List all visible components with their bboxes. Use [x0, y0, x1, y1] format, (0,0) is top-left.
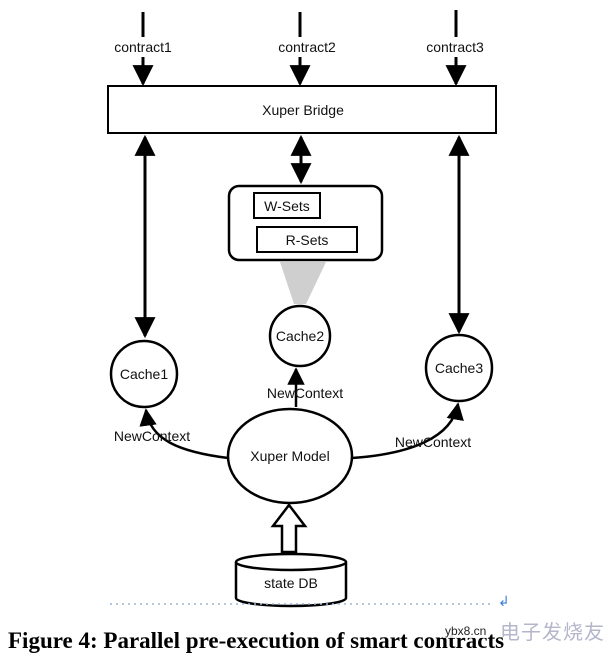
contract1-label: contract1	[114, 39, 172, 55]
sets-cache2-funnel	[280, 262, 326, 304]
rsets-label: R-Sets	[286, 232, 329, 248]
xuper-model-label: Xuper Model	[250, 448, 329, 464]
model-cache3-arrow	[351, 402, 464, 460]
cache3-label: Cache3	[435, 360, 483, 376]
cache2-label: Cache2	[276, 328, 324, 344]
watermark-brand: 电子发烧友	[500, 620, 605, 644]
xuper-bridge-box	[107, 85, 497, 134]
newcontext-label-2: NewContext	[267, 385, 343, 401]
watermark-site: ybx8.cn	[443, 624, 489, 638]
cache1-label: Cache1	[120, 366, 168, 382]
wsets-box	[253, 192, 321, 219]
cache3-circle	[424, 333, 494, 403]
state-db-cylinder	[234, 552, 348, 608]
model-cache1-arrow	[139, 408, 229, 460]
figure-caption: Figure 4: Parallel pre-execution of smar…	[8, 628, 505, 653]
wsets-label: W-Sets	[264, 198, 310, 214]
xuper-bridge-label: Xuper Bridge	[262, 102, 344, 118]
db-model-hollow-arrow	[270, 502, 308, 554]
newcontext-label-3: NewContext	[395, 434, 471, 450]
contract3-label: contract3	[426, 39, 484, 55]
cache1-circle	[109, 339, 179, 409]
rsets-box	[256, 226, 358, 253]
newcontext-label-1: NewContext	[114, 428, 190, 444]
contract2-label: contract2	[278, 39, 336, 55]
state-db-label: state DB	[264, 575, 318, 591]
xuper-model-ellipse	[226, 407, 354, 505]
return-mark-icon: ↲	[498, 594, 510, 610]
cache2-circle	[268, 304, 332, 368]
